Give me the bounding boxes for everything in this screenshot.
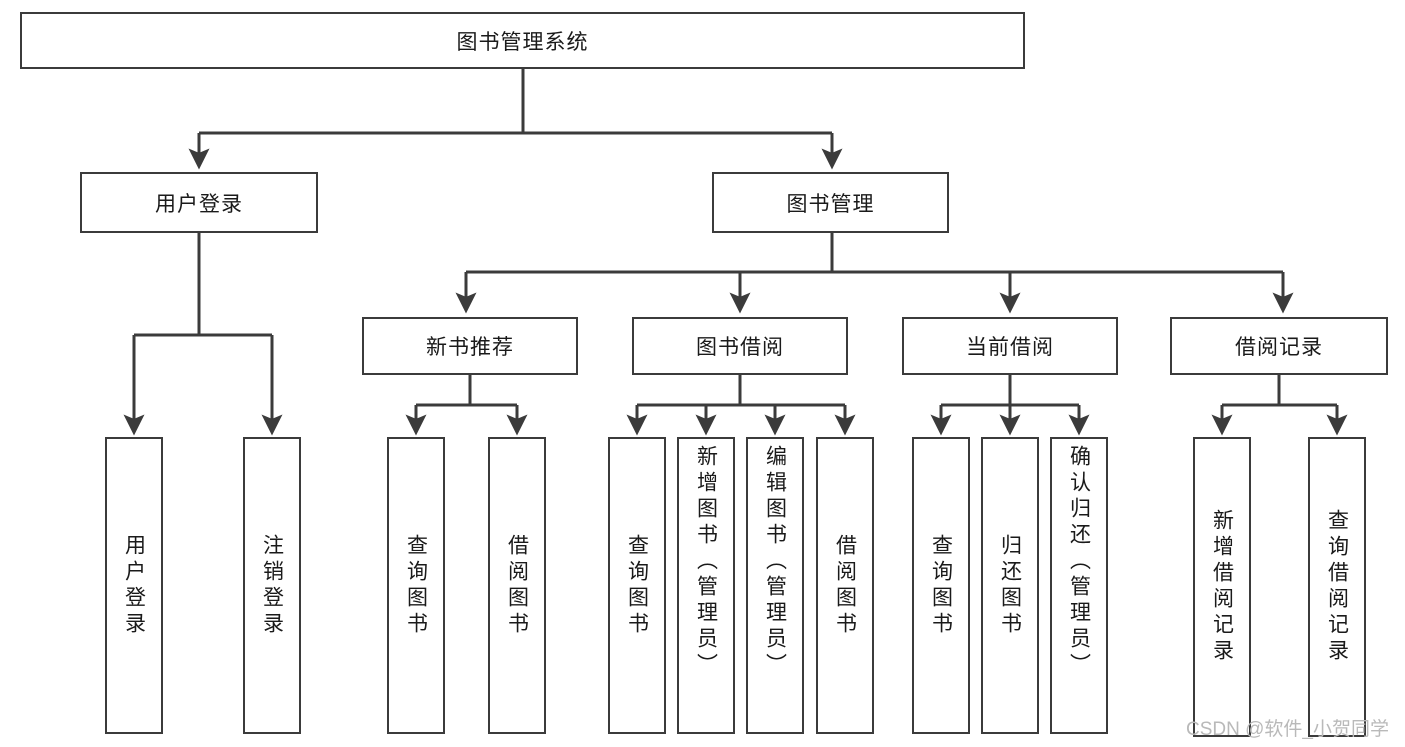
- node-book-borrow[interactable]: 图书借阅: [632, 317, 848, 375]
- leaf-user-login[interactable]: 用户登录: [105, 437, 163, 734]
- leaf-label: 查询图书: [625, 533, 649, 638]
- leaf-query-book-3[interactable]: 查询图书: [912, 437, 970, 734]
- leaf-label: 借阅图书: [833, 533, 857, 638]
- node-book-management[interactable]: 图书管理: [712, 172, 949, 233]
- leaf-confirm-return[interactable]: 确认归还（管理员）: [1050, 437, 1108, 734]
- leaf-borrow-book-1[interactable]: 借阅图书: [488, 437, 546, 734]
- leaf-edit-book[interactable]: 编辑图书（管理员）: [746, 437, 804, 734]
- leaf-add-book[interactable]: 新增图书（管理员）: [677, 437, 735, 734]
- watermark-text: CSDN @软件_小贺同学: [1186, 719, 1389, 740]
- leaf-label: 查询图书: [404, 533, 428, 638]
- leaf-return-book[interactable]: 归还图书: [981, 437, 1039, 734]
- leaf-add-record[interactable]: 新增借阅记录: [1193, 437, 1251, 737]
- leaf-label: 借阅图书: [505, 533, 529, 638]
- leaf-label: 确认归还（管理员）: [1067, 445, 1091, 679]
- leaf-label: 编辑图书（管理员）: [763, 445, 787, 679]
- leaf-query-book-2[interactable]: 查询图书: [608, 437, 666, 734]
- leaf-query-record[interactable]: 查询借阅记录: [1308, 437, 1366, 737]
- node-borrow-record[interactable]: 借阅记录: [1170, 317, 1388, 375]
- leaf-label: 注销登录: [260, 533, 284, 638]
- leaf-label: 查询图书: [929, 533, 953, 638]
- leaf-label: 用户登录: [122, 533, 146, 638]
- leaf-label: 查询借阅记录: [1325, 509, 1349, 665]
- node-root[interactable]: 图书管理系统: [20, 12, 1025, 69]
- leaf-label: 新增图书（管理员）: [694, 445, 718, 679]
- node-current-borrow[interactable]: 当前借阅: [902, 317, 1118, 375]
- node-user-login[interactable]: 用户登录: [80, 172, 318, 233]
- leaf-label: 归还图书: [998, 533, 1022, 638]
- leaf-label: 新增借阅记录: [1210, 509, 1234, 665]
- node-new-book-recommend[interactable]: 新书推荐: [362, 317, 578, 375]
- leaf-user-logout[interactable]: 注销登录: [243, 437, 301, 734]
- leaf-borrow-book-2[interactable]: 借阅图书: [816, 437, 874, 734]
- leaf-query-book-1[interactable]: 查询图书: [387, 437, 445, 734]
